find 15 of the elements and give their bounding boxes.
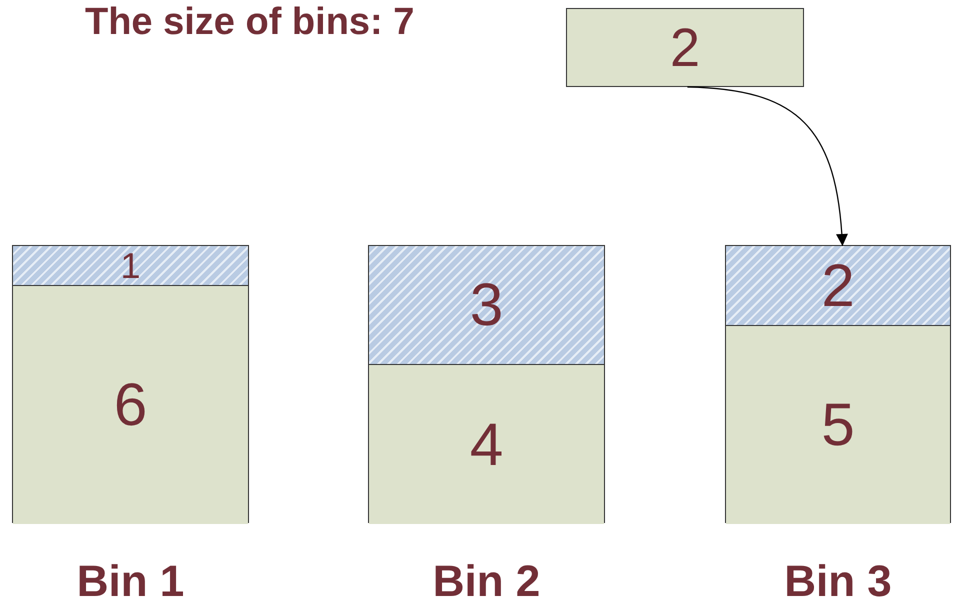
segment-size: 4 [470, 414, 504, 474]
filled-segment [726, 246, 950, 326]
segment-size: 2 [821, 256, 855, 316]
segment-size: 3 [470, 275, 504, 335]
item-box: 2 [566, 8, 804, 87]
bin-label: Bin 3 [783, 557, 893, 603]
bin-label: Bin 2 [432, 557, 542, 603]
segment-size: 5 [821, 395, 855, 455]
filled-segment [13, 246, 248, 286]
filled-segment [369, 246, 604, 365]
arrow [687, 86, 848, 246]
bin-label: Bin 1 [76, 557, 186, 603]
segment-size: 1 [120, 248, 141, 284]
segment-size: 6 [114, 375, 148, 435]
title: The size of bins: 7 [85, 0, 414, 44]
